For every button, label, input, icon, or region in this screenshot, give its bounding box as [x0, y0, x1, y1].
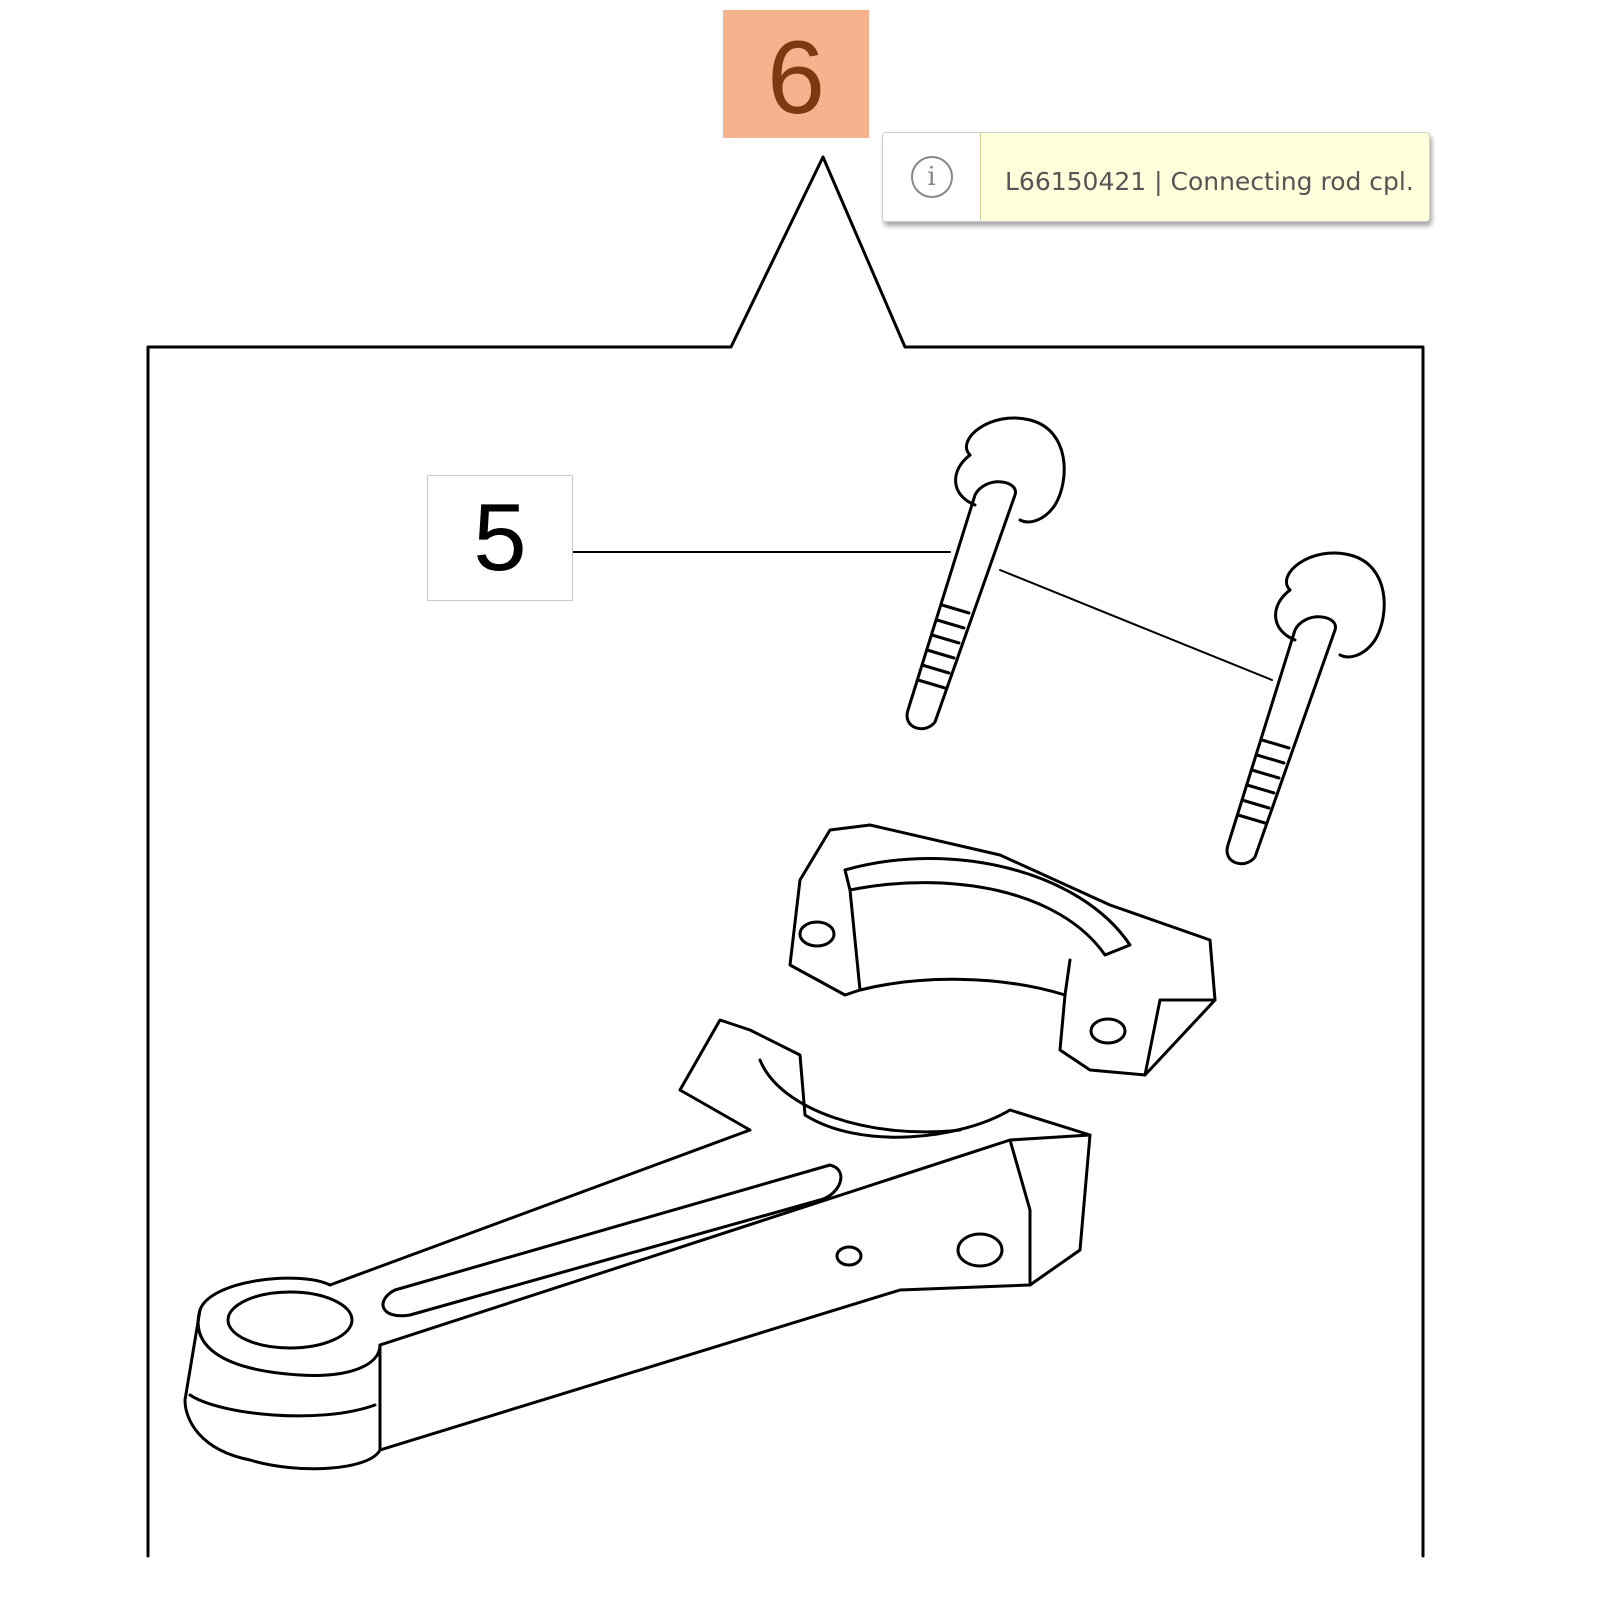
callout-5-bolt[interactable]: 5 — [427, 475, 573, 601]
info-icon: i — [910, 156, 953, 198]
bearing-cap — [788, 823, 1217, 1077]
connecting-rod — [183, 1018, 1092, 1471]
part-tooltip: i L66150421 | Connecting rod cpl. — [882, 132, 1430, 222]
tooltip-text: L66150421 | Connecting rod cpl. — [1005, 166, 1414, 196]
bolt-1 — [905, 416, 1066, 731]
bolt-2 — [1225, 551, 1386, 866]
assembly-bracket — [146, 155, 1425, 1558]
leader-lines — [534, 551, 1273, 681]
callout-6-connecting-rod[interactable]: 6 — [723, 10, 869, 138]
tooltip-icon-area: i — [883, 133, 981, 221]
